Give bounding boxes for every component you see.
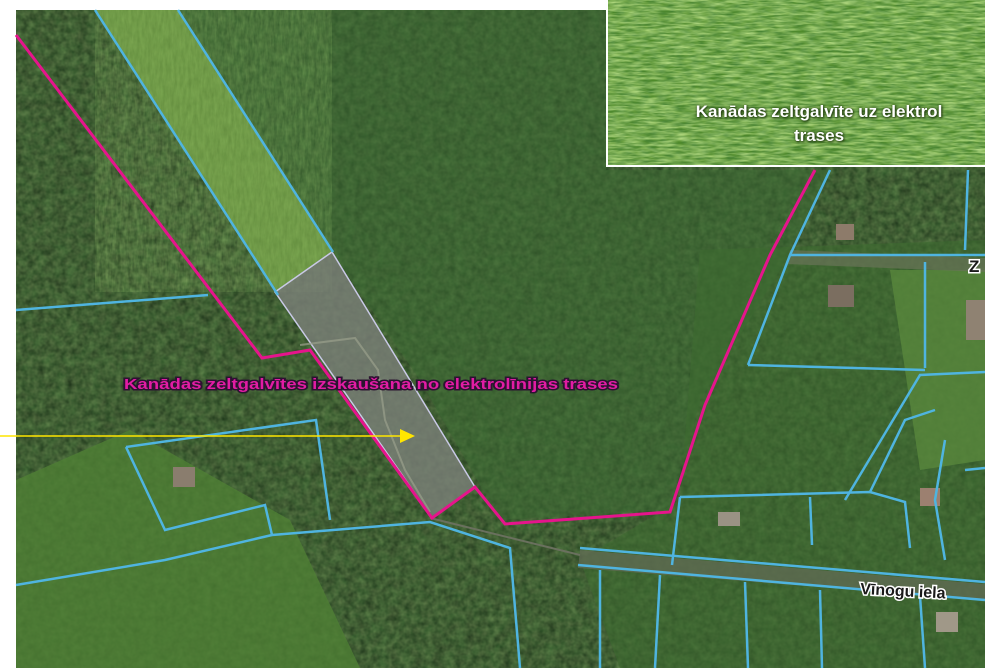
- house-roof: [936, 612, 958, 632]
- house-roof: [718, 512, 740, 526]
- pointer-arrow-head: [400, 429, 415, 443]
- house-roof: [836, 224, 854, 240]
- area-boundary: [14, 34, 817, 526]
- powerline-corridor-grass: [95, 10, 332, 292]
- forest-canopy-light: [180, 10, 830, 520]
- inset-caption: Kanādas zeltgalvīte uz elektrol trases: [608, 100, 985, 148]
- inset-caption-line2: trases: [793, 126, 845, 145]
- inset-grass-blades: [608, 0, 985, 165]
- parcel-boundaries: [15, 9, 985, 668]
- road-vinogu: [578, 550, 985, 600]
- meadow-right-clearing: [890, 270, 985, 470]
- house-roof: [828, 285, 854, 307]
- inset-caption-line1: Kanādas zeltgalvīte uz elektrol: [695, 102, 943, 121]
- track-line: [429, 517, 581, 556]
- inset-photo-image: [608, 0, 985, 165]
- map-top-margin: [0, 0, 606, 10]
- inset-photo: Kanādas zeltgalvīte uz elektrol trases: [606, 0, 985, 167]
- meadow-bottom-left: [16, 430, 360, 668]
- street-label-partial: Z: [969, 257, 979, 276]
- house-roof: [966, 300, 985, 340]
- treatment-area-track: [299, 336, 431, 513]
- map-left-margin: [0, 0, 16, 668]
- house-roof: [173, 467, 195, 487]
- annotation-label: Kanādas zeltgalvītes izskaušana no elekt…: [124, 377, 618, 393]
